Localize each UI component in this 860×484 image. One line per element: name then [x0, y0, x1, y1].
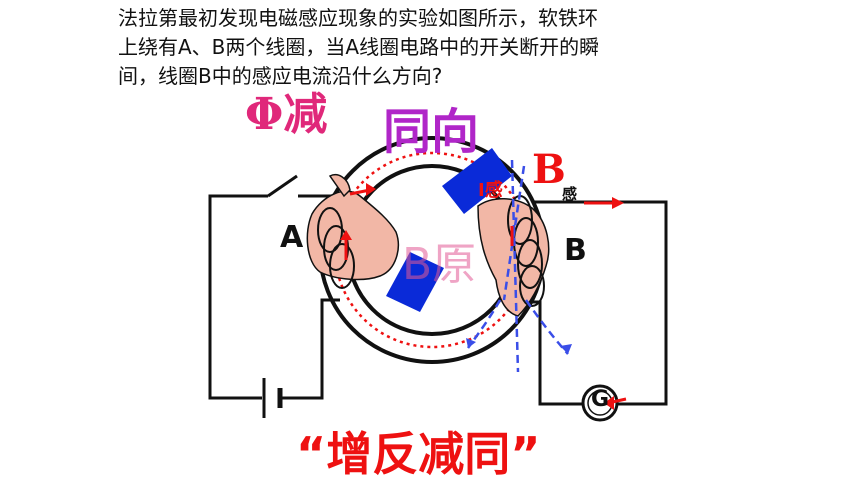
coil-a-label: A	[280, 220, 304, 255]
blue-thumb-arrow-top	[442, 148, 512, 214]
wire-a-top	[208, 194, 268, 400]
same-direction-label: 同向	[383, 104, 480, 160]
lenz-rule-label: “增反减同”	[296, 427, 541, 481]
galvanometer	[581, 384, 619, 422]
flux-decrease-label: Φ减	[245, 89, 328, 140]
question-line-1: 法拉第最初发现电磁感应现象的实验如图所示，软铁环	[118, 6, 598, 30]
wire-a-bottom	[282, 298, 340, 400]
i-induced-label: I感	[478, 180, 503, 201]
left-hand	[306, 174, 400, 281]
galvanometer-label: G	[591, 387, 610, 412]
switch-blade	[267, 174, 298, 198]
wire-b-bottom	[530, 300, 582, 406]
b-induced-subscript: 感	[562, 185, 578, 203]
question-line-2: 上绕有A、B两个线圈，当A线圈电路中的开关断开的瞬	[118, 35, 600, 59]
b-induced-letter: B	[532, 146, 566, 193]
coil-b-label: B	[564, 233, 587, 268]
battery	[262, 378, 283, 418]
coil-a	[317, 207, 355, 289]
circuit-b	[530, 200, 668, 406]
blue-thumb-arrow-bottom	[386, 252, 444, 312]
b-original-label: B原	[402, 239, 477, 290]
wire-b-top	[532, 200, 668, 406]
question-text: 法拉第最初发现电磁感应现象的实验如图所示，软铁环 上绕有A、B两个线圈，当A线圈…	[118, 4, 738, 91]
question-line-3: 间，线圈B中的感应电流沿什么方向?	[118, 64, 443, 88]
